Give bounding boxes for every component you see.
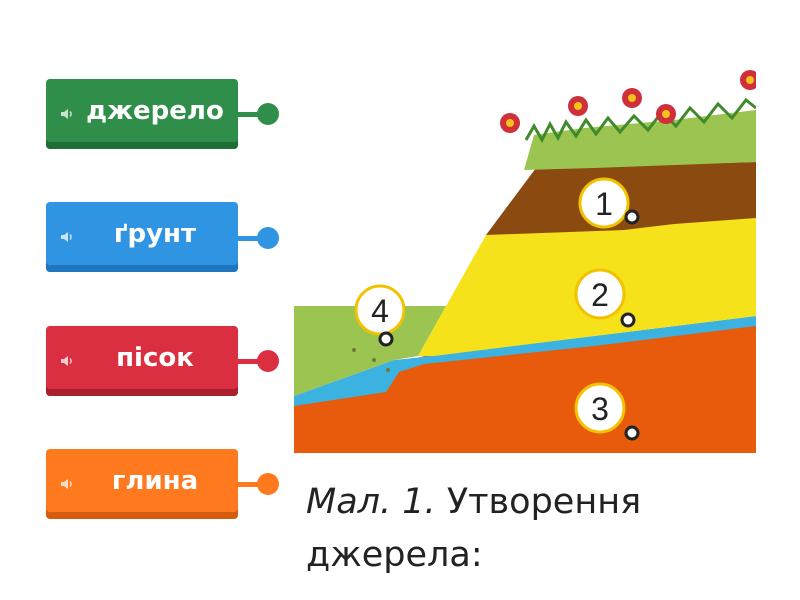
figure-caption: Мал. 1. Утворення джерела: — [306, 476, 776, 582]
speaker-icon[interactable] — [59, 476, 75, 492]
tile-label: джерело — [86, 96, 224, 126]
tile-grunt[interactable]: ґрунт — [46, 202, 238, 272]
ground-left — [294, 306, 446, 396]
svg-text:4: 4 — [371, 293, 389, 329]
tile-label: глина — [111, 466, 199, 496]
figure-number: Мал. 1. — [306, 482, 436, 522]
marker-3[interactable]: 3 — [574, 382, 640, 441]
tile-label: пісок — [116, 343, 194, 373]
grass-top — [524, 110, 756, 170]
spring-diagram: 1 2 3 4 — [294, 60, 756, 453]
tile-dzherelo[interactable]: джерело — [46, 79, 238, 149]
tile-hlyna[interactable]: глина — [46, 449, 238, 519]
connector-handle[interactable] — [238, 102, 280, 126]
connector-handle[interactable] — [238, 226, 280, 250]
connector-handle[interactable] — [238, 472, 280, 496]
water-layer — [294, 316, 756, 406]
flower-icon — [568, 96, 588, 116]
flower-icon — [656, 104, 676, 124]
marker-1[interactable]: 1 — [578, 177, 640, 229]
svg-text:2: 2 — [591, 277, 609, 313]
connector-handle[interactable] — [238, 349, 280, 373]
svg-text:1: 1 — [595, 186, 613, 222]
figure-text: Утворення джерела: — [306, 482, 642, 575]
speaker-icon[interactable] — [59, 106, 75, 122]
tile-label: ґрунт — [113, 219, 197, 249]
flower-icon — [500, 113, 520, 133]
tile-pisok[interactable]: пісок — [46, 326, 238, 396]
clay-layer — [294, 322, 756, 453]
speaker-icon[interactable] — [59, 229, 75, 245]
marker-2[interactable]: 2 — [574, 268, 636, 328]
svg-text:3: 3 — [591, 391, 609, 427]
marker-4[interactable]: 4 — [354, 284, 406, 347]
flower-icon — [740, 70, 756, 90]
speaker-icon[interactable] — [59, 353, 75, 369]
flower-icon — [622, 88, 642, 108]
